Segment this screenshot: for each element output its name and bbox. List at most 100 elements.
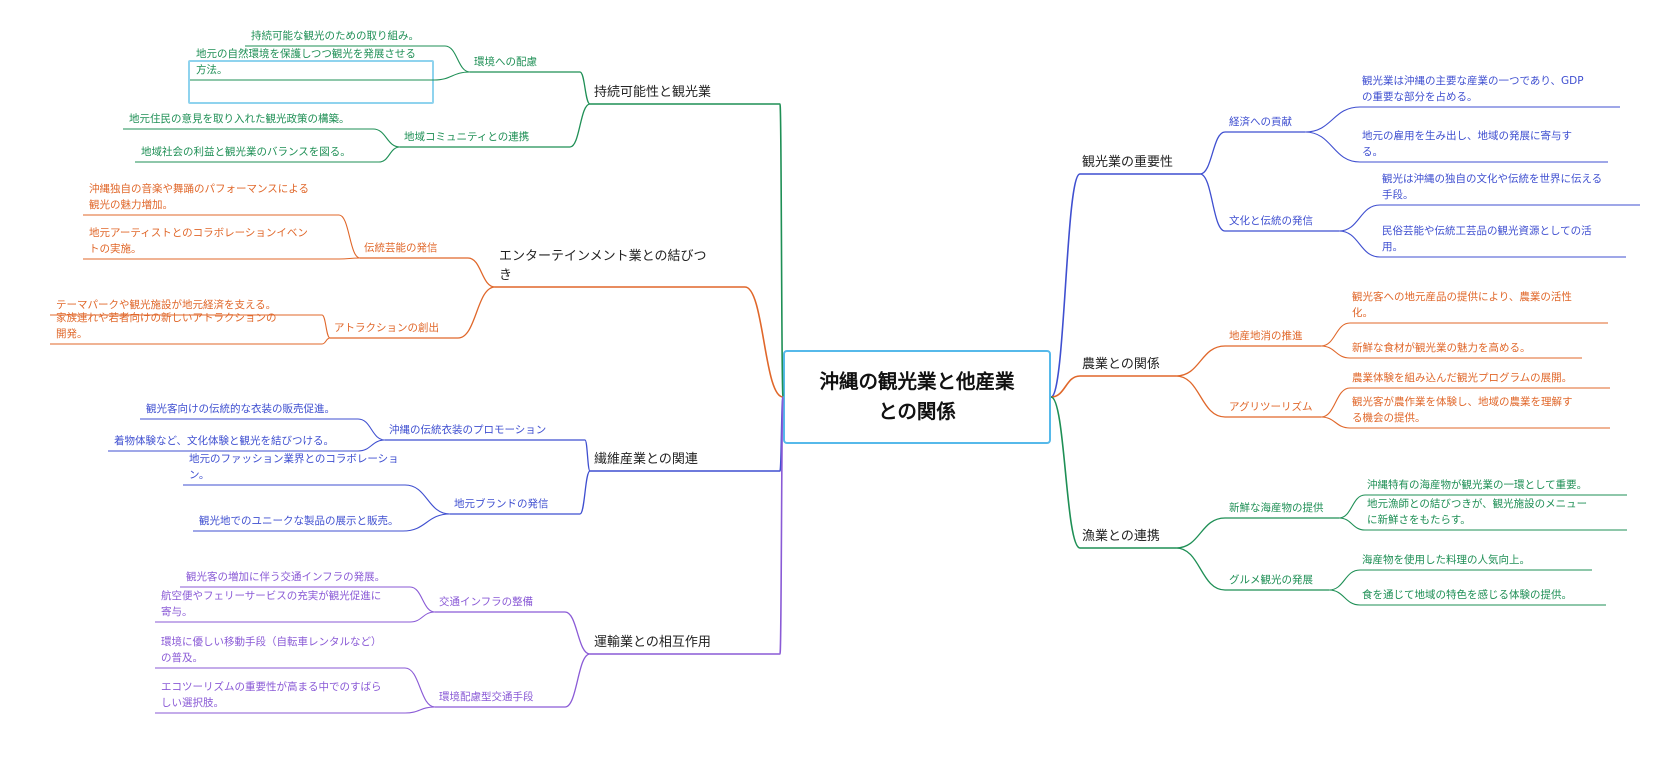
sub-label-b4-1[interactable]: 地域コミュニティとの連携 [404, 131, 530, 143]
branch-connector-b3 [1050, 396, 1081, 549]
leaf-connector-b7-0-0 [409, 586, 436, 613]
leaf-label-b5-1-0[interactable]: テーマパークや観光施設が地元経済を支える。 [56, 299, 277, 311]
leaf-label-b3-1-0[interactable]: 海産物を使用した料理の人気向上。 [1362, 554, 1530, 566]
leaf-connector-b7-1-0 [404, 667, 436, 708]
leaf-connector-b6-0-0 [357, 418, 386, 441]
leaf-label-b2-0-1[interactable]: 新鮮な食材が観光業の魅力を高める。 [1352, 342, 1531, 354]
leaf-label-b3-0-0[interactable]: 沖縄特有の海産物が観光業の一環として重要。 [1367, 479, 1588, 491]
sub-label-b2-1[interactable]: アグリツーリズム [1229, 401, 1313, 413]
sub-connector-b2-0 [1175, 345, 1226, 377]
branch-label-b6[interactable]: 繊維産業との関連 [594, 452, 698, 467]
sub-connector-b4-1 [569, 103, 591, 148]
sub-connector-b7-1 [564, 653, 591, 708]
leaf-label-b1-1-0[interactable]: 観光は沖縄の独自の文化や伝統を世界に伝える手段。 [1382, 173, 1603, 201]
leaf-label-b7-0-1[interactable]: 航空便やフェリーサービスの充実が観光促進に寄与。 [161, 590, 382, 618]
sub-label-b1-0[interactable]: 経済への貢献 [1229, 116, 1292, 128]
sub-label-b3-1[interactable]: グルメ観光の発展 [1229, 574, 1313, 586]
leaf-label-b5-0-0[interactable]: 沖縄独自の音楽や舞踊のパフォーマンスによる観光の魅力増加。 [89, 183, 309, 211]
leaf-connector-b1-0-1 [1304, 131, 1361, 163]
leaf-label-b5-0-1[interactable]: 地元アーティストとのコラボレーションイベントの実施。 [89, 227, 308, 255]
leaf-label-b4-1-1[interactable]: 地域社会の利益と観光業のバランスを図る。 [141, 146, 351, 158]
leaf-connector-b1-0-0 [1304, 106, 1361, 133]
root-node[interactable]: 沖縄の観光業と他産業 との関係 [783, 350, 1051, 444]
leaf-connector-b6-1-0 [404, 484, 451, 515]
leaf-label-b2-1-1[interactable]: 観光客が農作業を体験し、地域の農業を理解する機会の提供。 [1352, 396, 1573, 424]
sub-label-b7-1[interactable]: 環境配慮型交通手段 [439, 691, 534, 703]
leaf-connector-b5-1-0 [321, 314, 331, 339]
leaf-label-b4-0-1[interactable]: 地元の自然環境を保護しつつ観光を発展させる方法。 [196, 48, 416, 76]
leaf-connector-b6-1-1 [402, 513, 451, 532]
sub-label-b5-0[interactable]: 伝統芸能の発信 [364, 242, 438, 254]
leaf-connector-b7-0-1 [409, 611, 436, 623]
branch-connector-b7 [779, 396, 784, 655]
leaf-connector-b3-0-0 [1338, 494, 1366, 519]
branch-connector-b5 [744, 286, 784, 398]
leaf-connector-b6-0-1 [357, 439, 386, 452]
sub-label-b7-0[interactable]: 交通インフラの整備 [439, 596, 534, 608]
branch-label-b7[interactable]: 運輸業との相互作用 [594, 635, 711, 650]
leaf-label-b3-1-1[interactable]: 食を通じて地域の特色を感じる体験の提供。 [1362, 589, 1572, 601]
sub-connector-b3-1 [1175, 547, 1226, 591]
leaf-connector-b1-1-1 [1338, 230, 1381, 258]
selected-node-highlight [188, 60, 434, 104]
sub-label-b1-1[interactable]: 文化と伝統の発信 [1229, 215, 1313, 227]
leaf-connector-b2-1-1 [1320, 416, 1351, 429]
leaf-label-b6-0-1[interactable]: 着物体験など、文化体験と観光を結びつける。 [114, 435, 334, 447]
sub-connector-b7-0 [564, 611, 591, 655]
sub-label-b6-1[interactable]: 地元ブランドの発信 [454, 498, 549, 510]
branch-connector-b4 [779, 103, 784, 398]
leaf-connector-b3-0-1 [1338, 517, 1366, 531]
leaf-label-b5-1-1[interactable]: 家族連れや若者向けの新しいアトラクションの開発。 [56, 312, 277, 340]
leaf-connector-b2-0-0 [1320, 322, 1351, 347]
sub-connector-b2-1 [1175, 375, 1226, 418]
leaf-connector-b4-0-1 [433, 71, 471, 81]
leaf-connector-b3-1-0 [1328, 569, 1361, 591]
leaf-label-b2-1-0[interactable]: 農業体験を組み込んだ観光プログラムの展開。 [1352, 372, 1573, 384]
leaf-connector-b3-1-1 [1328, 589, 1361, 606]
leaf-label-b3-0-1[interactable]: 地元漁師との結びつきが、観光施設のメニューに新鮮さをもたらす。 [1367, 498, 1588, 526]
branch-label-b2[interactable]: 農業との関係 [1082, 357, 1160, 372]
branch-label-b1[interactable]: 観光業の重要性 [1082, 155, 1174, 170]
leaf-connector-b5-1-1 [321, 337, 331, 345]
sub-connector-b5-1 [457, 286, 496, 339]
leaf-connector-b7-1-1 [404, 706, 436, 714]
root-label: 沖縄の観光業と他産業 との関係 [819, 370, 1015, 423]
leaf-label-b7-0-0[interactable]: 観光客の増加に伴う交通インフラの発展。 [186, 571, 386, 583]
sub-label-b5-1[interactable]: アトラクションの創出 [334, 322, 439, 334]
leaf-label-b7-1-1[interactable]: エコツーリズムの重要性が高まる中でのすばらしい選択肢。 [161, 681, 382, 709]
leaf-label-b4-1-0[interactable]: 地元住民の意見を取り入れた観光政策の構築。 [129, 113, 350, 125]
branch-connector-b1 [1050, 173, 1081, 398]
leaf-connector-b4-1-0 [372, 128, 401, 148]
leaf-label-b1-1-1[interactable]: 民俗芸能や伝統工芸品の観光資源としての活用。 [1382, 225, 1592, 253]
sub-label-b6-0[interactable]: 沖縄の伝統衣装のプロモーション [389, 424, 547, 436]
leaf-connector-b1-1-0 [1338, 204, 1381, 232]
leaf-label-b2-0-0[interactable]: 観光客への地元産品の提供により、農業の活性化。 [1352, 291, 1572, 319]
branch-label-b3[interactable]: 漁業との連携 [1082, 529, 1160, 544]
branch-connector-b2 [1050, 375, 1081, 398]
sub-label-b2-0[interactable]: 地産地消の推進 [1229, 330, 1303, 342]
leaf-label-b6-1-1[interactable]: 観光地でのユニークな製品の展示と販売。 [199, 515, 399, 527]
leaf-label-b4-0-0[interactable]: 持続可能な観光のための取り組み。 [251, 30, 419, 42]
sub-connector-b5-0 [467, 257, 496, 288]
leaf-label-b6-1-0[interactable]: 地元のファッション業界とのコラボレーション。 [189, 453, 399, 481]
sub-label-b4-0[interactable]: 環境への配慮 [474, 56, 537, 68]
leaf-label-b7-1-0[interactable]: 環境に優しい移動手段（自転車レンタルなど）の普及。 [161, 636, 382, 664]
leaf-connector-b5-0-1 [338, 257, 361, 260]
leaf-connector-b2-0-1 [1320, 345, 1351, 359]
sub-label-b3-0[interactable]: 新鮮な海産物の提供 [1229, 502, 1324, 514]
sub-connector-b4-0 [579, 71, 591, 105]
leaf-connector-b4-0-0 [444, 45, 471, 73]
leaf-connector-b2-1-0 [1320, 387, 1351, 418]
branch-label-b5[interactable]: エンターテインメント業との結びつき [499, 249, 707, 283]
leaf-label-b6-0-0[interactable]: 観光客向けの伝統的な衣装の販売促進。 [146, 403, 335, 415]
leaf-connector-b4-1-1 [378, 146, 401, 163]
leaf-label-b1-0-1[interactable]: 地元の雇用を生み出し、地域の発展に寄与する。 [1362, 130, 1572, 158]
sub-connector-b1-1 [1199, 173, 1226, 232]
branch-label-b4[interactable]: 持続可能性と観光業 [594, 85, 712, 100]
sub-connector-b1-0 [1199, 131, 1226, 175]
sub-connector-b3-0 [1175, 517, 1226, 549]
leaf-connector-b5-0-0 [338, 214, 361, 259]
sub-connector-b6-1 [579, 470, 591, 515]
